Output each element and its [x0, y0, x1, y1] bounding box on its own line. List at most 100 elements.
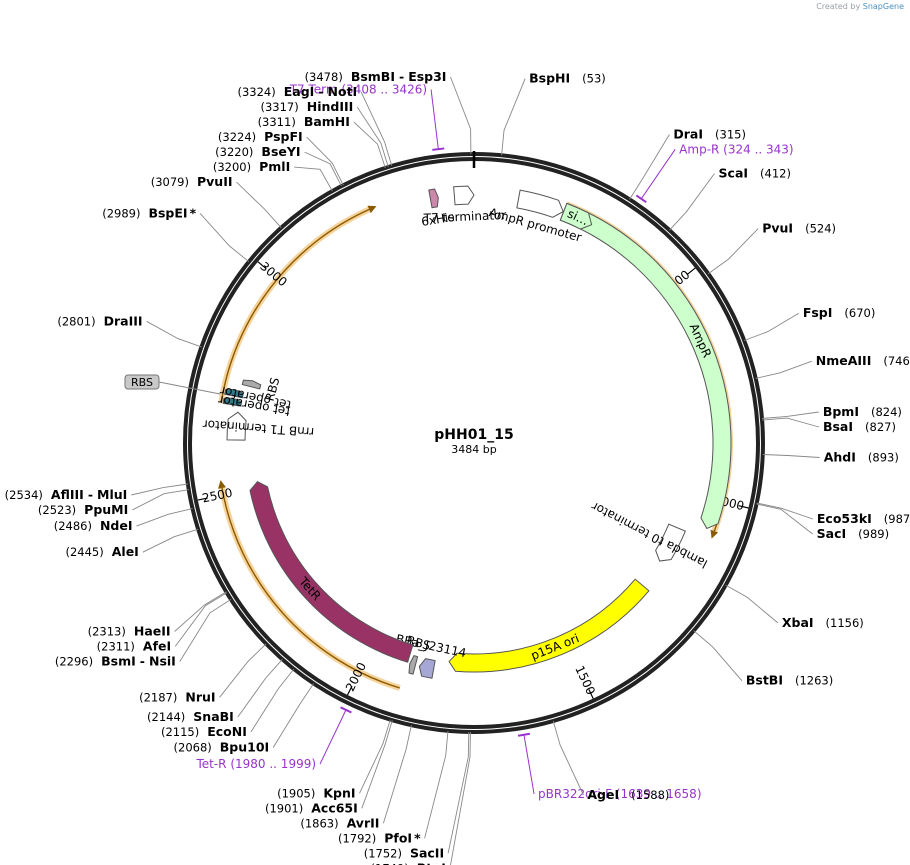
site-label-pspfi[interactable]: (3224) PspFI: [218, 129, 303, 144]
site-name: SacI: [817, 526, 847, 541]
site-label-scai[interactable]: ScaI(412): [719, 165, 791, 180]
site-label-econi[interactable]: (2115)EcoNI: [161, 724, 247, 739]
site-name: DraIII: [104, 313, 143, 328]
site-name: PvuI: [762, 221, 793, 236]
site-label-bspei[interactable]: (2989)BspEI*: [102, 205, 196, 220]
feature-bba-j23114[interactable]: [418, 658, 436, 679]
site-label-bsphi[interactable]: BspHI(53): [529, 71, 606, 86]
rbs-callout-label: RBS: [131, 376, 153, 389]
site-label-btgi[interactable]: (1749)BtgI: [371, 860, 446, 865]
site-label-bamhi[interactable]: (3311)BamHI: [258, 114, 350, 129]
site-label-xbai[interactable]: XbaI(1156): [782, 615, 864, 630]
tick-mark: [588, 689, 594, 699]
primer-label[interactable]: Tet-R (1980 .. 1999): [195, 757, 316, 771]
site-position: (3079): [151, 175, 189, 189]
site-label-ndei[interactable]: (2486)NdeI: [54, 518, 133, 533]
site-position: (2144): [147, 710, 185, 724]
site-leader: [353, 121, 386, 169]
site-label-bsmbi[interactable]: (3478)BsmBI-Esp3I: [305, 69, 447, 84]
primer-label[interactable]: Amp-R (324 .. 343): [679, 142, 793, 156]
site-position: (3224): [218, 130, 256, 144]
primer-label[interactable]: pBR322ori-F (1639 .. 1658): [538, 787, 701, 801]
tick-mark: [257, 261, 266, 269]
site-label-afei[interactable]: (2311)AfeI: [97, 638, 172, 653]
site-name: PpuMI: [84, 502, 128, 517]
site-name: BspEI: [148, 205, 187, 220]
site-leader: [142, 528, 199, 553]
feature-rbs[interactable]: [241, 379, 262, 390]
tick-mark: [346, 685, 353, 696]
feature-label: T7 terminator: [422, 208, 506, 225]
feature-rbs[interactable]: [408, 655, 419, 675]
site-leader: [272, 683, 315, 748]
feature-tetr[interactable]: [249, 481, 414, 663]
site-label-draiii[interactable]: (2801)DraIII: [57, 313, 142, 328]
site-label-pvuii[interactable]: (3079) PvuII: [151, 174, 233, 189]
feature-ampr[interactable]: [559, 202, 732, 530]
site-label-eagi[interactable]: (3324)EagI-NotI: [238, 84, 358, 99]
feature-lambda-t0-terminator[interactable]: [655, 523, 687, 562]
site-name: HaeII: [134, 623, 171, 638]
feature-tet-operator[interactable]: [222, 397, 243, 407]
feature-si[interactable]: [559, 202, 593, 230]
site-separator: -: [318, 84, 323, 99]
site-name: Bpu10I: [220, 740, 269, 755]
feature-6xhis[interactable]: [428, 188, 439, 209]
site-leader: [693, 630, 743, 681]
feature-t7-terminator[interactable]: [453, 185, 475, 206]
site-label-afliii[interactable]: (2534)AflIII-MluI: [5, 487, 128, 502]
site-name: NdeI: [100, 518, 133, 533]
site-label-bsai[interactable]: BsaI(827): [823, 419, 896, 434]
feature-ampr-promoter[interactable]: [516, 189, 564, 218]
site-label-drai[interactable]: DraI(315): [673, 126, 746, 141]
primer-label[interactable]: T7 Term (3408 .. 3426): [289, 83, 427, 97]
site-label-pvui[interactable]: PvuI(524): [762, 221, 836, 236]
site-label-alei[interactable]: (2445)AleI: [66, 544, 139, 559]
site-leader: [294, 166, 333, 192]
site-name: PvuII: [197, 174, 233, 189]
site-label-agei[interactable]: AgeI(1588): [587, 787, 669, 802]
site-label-avrii[interactable]: (1863)AvrII: [300, 815, 379, 830]
site-label-haeii[interactable]: (2313)HaeII: [88, 623, 171, 638]
site-label-bseyi[interactable]: (3220)BseYI: [215, 144, 300, 159]
site-name: BamHI: [304, 114, 350, 129]
site-label-ahdi[interactable]: AhdI(893): [824, 450, 899, 465]
site-position: (53): [582, 72, 606, 86]
feature-tet-operator[interactable]: [224, 389, 244, 399]
primer-leader: [523, 734, 535, 794]
site-position: (412): [760, 166, 791, 180]
tick-mark: [738, 505, 749, 509]
primer-range: (1980 .. 1999): [230, 757, 316, 771]
site-label-nmeaiii[interactable]: NmeAIII(746): [816, 353, 910, 368]
site-label-bpmi[interactable]: BpmI(824): [823, 404, 902, 419]
site-leader: [356, 106, 389, 168]
feature-p15a-ori[interactable]: [448, 578, 650, 673]
site-label-fspi[interactable]: FspI(670): [803, 305, 876, 320]
site-label-kpni[interactable]: (1905)KpnI: [277, 785, 355, 800]
primer-range: (3408 .. 3426): [341, 83, 427, 97]
orf-arc: [218, 206, 371, 404]
site-label-pfoi[interactable]: (1792)PfoI*: [338, 830, 421, 845]
site-label-saci[interactable]: SacI(989): [817, 526, 889, 541]
site-label-bstbi[interactable]: BstBI(1263): [746, 673, 833, 688]
site-label-snabi[interactable]: (2144)SnaBI: [147, 709, 234, 724]
primer-leader: [430, 89, 439, 150]
site-label-sacii[interactable]: (1752)SacII: [364, 845, 444, 860]
feature-label: p15A ori: [529, 631, 581, 663]
site-label-pmli[interactable]: (3200)PmlI: [213, 159, 290, 174]
site-label-ppumi[interactable]: (2523)PpuMI: [38, 502, 128, 517]
site-name: PspFI: [264, 129, 303, 144]
site-label-acc65i[interactable]: (1901)Acc65I: [265, 800, 358, 815]
feature-rrnb-t1-terminator[interactable]: [226, 411, 247, 441]
site-label-bsmi[interactable]: (2296)BsmI-NsiI: [55, 653, 176, 668]
plasmid-name: pHH01_15: [434, 427, 513, 443]
site-label-bpu10i[interactable]: (2068)Bpu10I: [174, 740, 270, 755]
site-label-eco53ki[interactable]: Eco53kI(987): [817, 511, 910, 526]
site-position: (2187): [139, 690, 177, 704]
site-label-hindiii[interactable]: (3317)HindIII: [260, 99, 353, 114]
site-label-nrui[interactable]: (2187)NruI: [139, 689, 215, 704]
site-leader: [174, 592, 228, 647]
site-name: PfoI: [384, 830, 412, 845]
site-leader: [755, 360, 812, 379]
primer-range: (324 .. 343): [723, 142, 793, 156]
